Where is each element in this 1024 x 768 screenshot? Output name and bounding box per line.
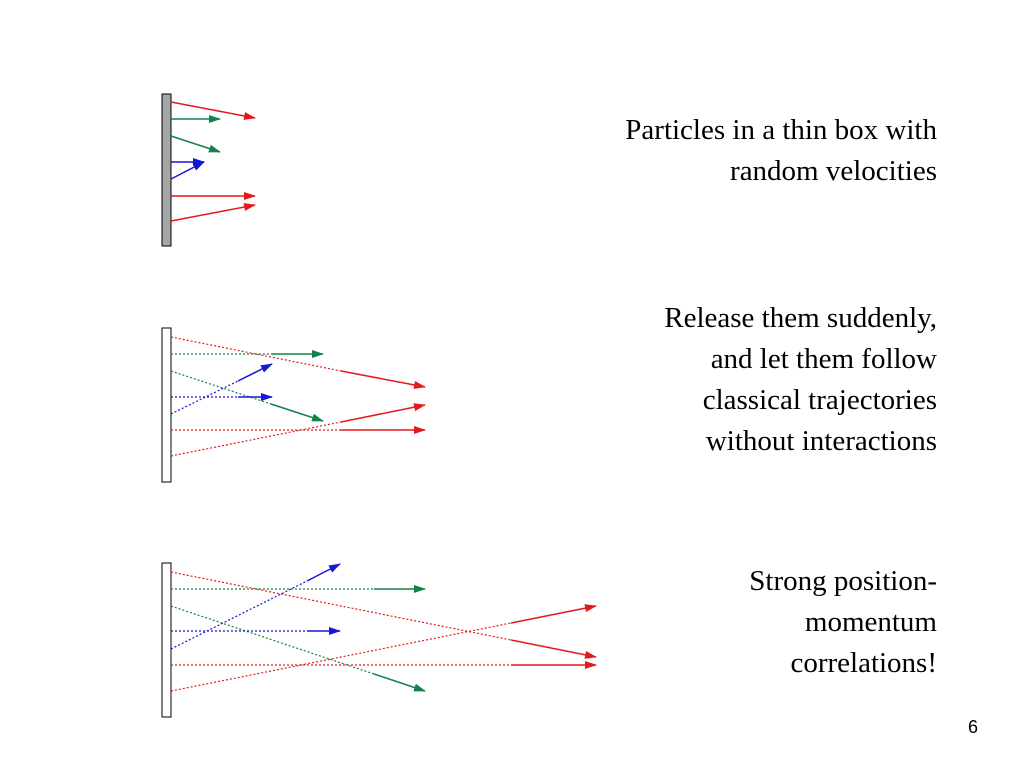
caption-line: without interactions — [705, 425, 937, 457]
velocity-arrow-red — [170, 203, 256, 222]
caption-line: classical trajectories — [702, 384, 937, 416]
trajectory-red-dotted — [170, 421, 342, 457]
trajectory-blue-dotted — [170, 580, 308, 650]
box-wall — [161, 93, 172, 247]
trajectory-arrow-red — [340, 403, 426, 423]
velocity-arrow-green — [170, 135, 221, 153]
trajectory-blue-dotted — [170, 380, 239, 415]
caption-line: correlations! — [790, 647, 937, 679]
page-number: 6 — [967, 717, 978, 737]
caption-line: and let them follow — [710, 343, 937, 375]
trajectory-arrow-red — [510, 604, 597, 624]
caption-line: momentum — [804, 606, 937, 638]
caption-line: Strong position- — [749, 565, 937, 597]
trajectory-arrow-green — [270, 403, 324, 422]
trajectory-red-dotted — [170, 622, 512, 692]
caption-particles-in-box: Particles in a thin box with random velo… — [625, 110, 937, 192]
trajectory-green-dotted — [170, 605, 375, 675]
box-wall — [161, 562, 172, 718]
trajectory-arrow-blue — [306, 563, 341, 582]
trajectory-red-dotted — [170, 571, 512, 641]
caption-line: Particles in a thin box with — [625, 114, 937, 146]
trajectory-green-dotted — [170, 370, 272, 405]
caption-release: Release them suddenly, and let them foll… — [664, 298, 937, 462]
caption-correlations: Strong position- momentum correlations! — [749, 561, 937, 684]
caption-line: random velocities — [730, 155, 937, 187]
trajectory-red-dotted — [170, 336, 342, 372]
box-wall — [161, 327, 172, 483]
trajectory-arrow-green — [373, 673, 426, 692]
panel-2-release — [161, 327, 426, 483]
panel-1-box — [161, 93, 256, 247]
trajectory-arrow-blue — [237, 363, 273, 382]
velocity-arrow-blue — [170, 161, 205, 180]
velocity-arrow-red — [170, 101, 256, 120]
trajectory-arrow-red — [340, 370, 426, 389]
panel-3-correlations — [161, 562, 597, 718]
trajectory-arrow-red — [510, 639, 597, 659]
caption-line: Release them suddenly, — [664, 302, 937, 334]
